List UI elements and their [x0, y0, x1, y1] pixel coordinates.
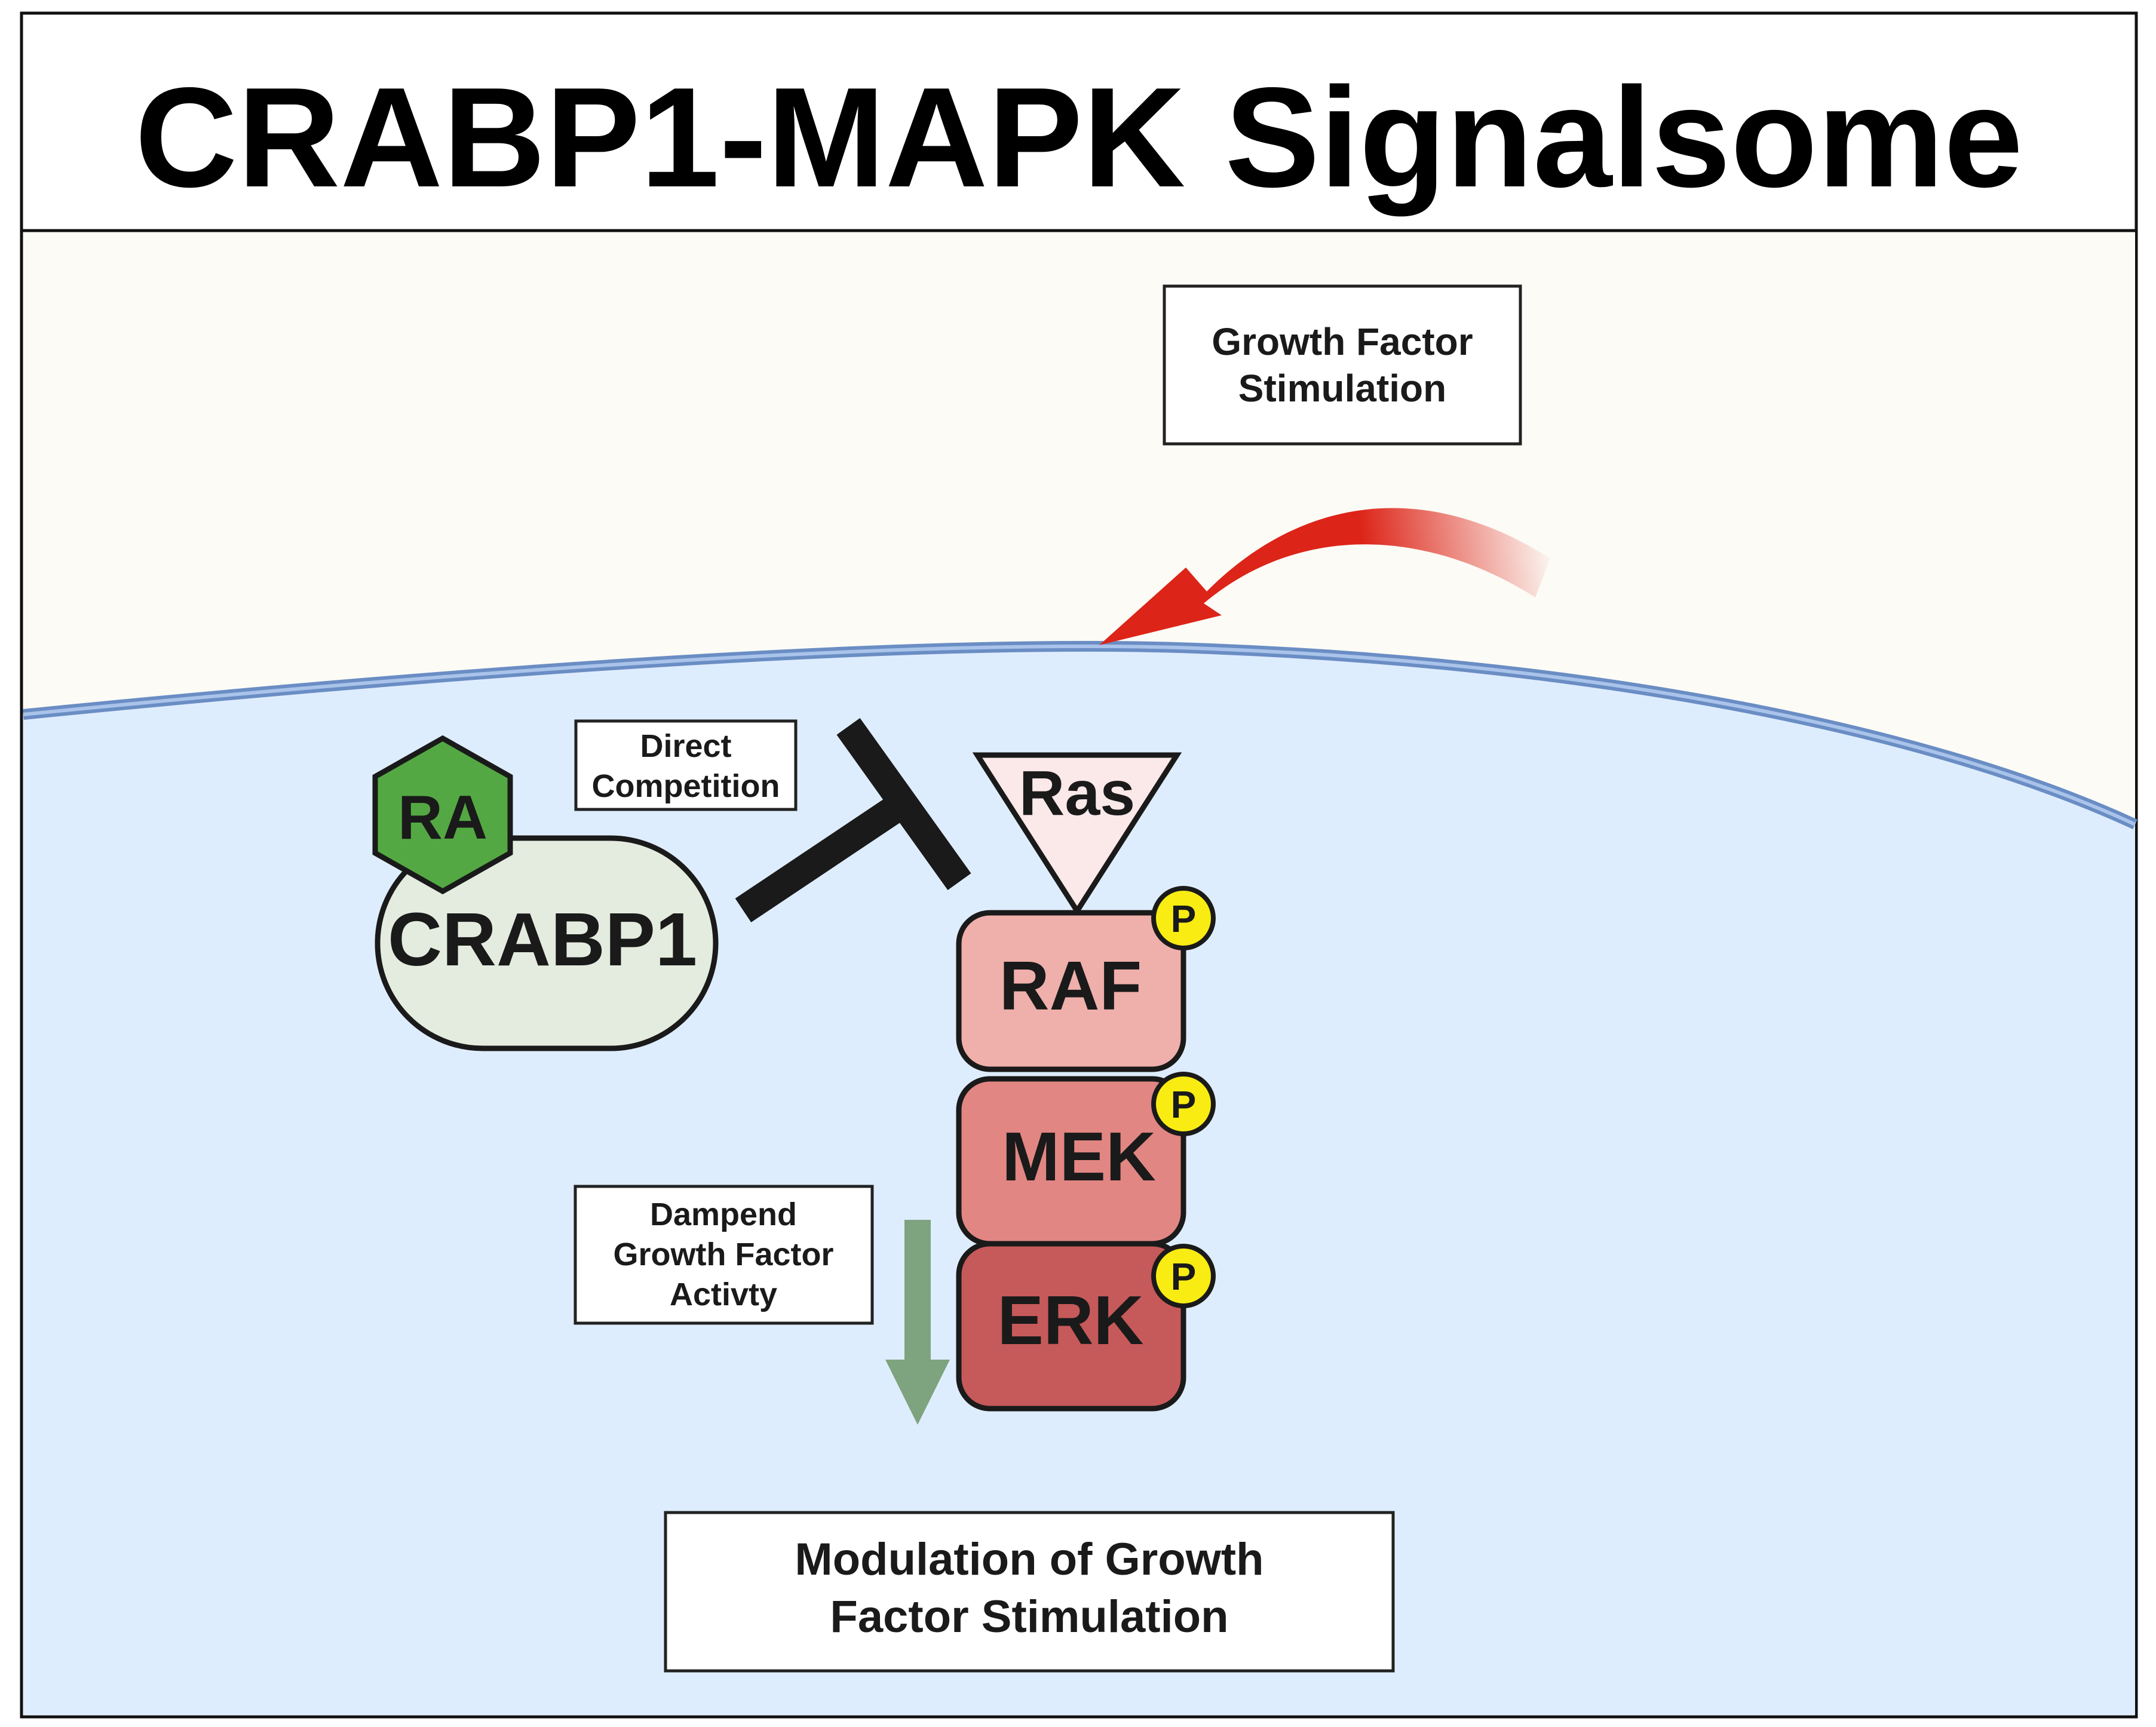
dampen-box-frame — [573, 1185, 874, 1325]
crabp1-label: CRABP1 — [388, 897, 697, 981]
direct-competition-box: Direct Competition — [574, 719, 798, 811]
crabp1-protein: CRABP1 — [375, 835, 719, 1051]
mek-protein: MEK — [956, 1076, 1186, 1247]
growth-factor-box-frame — [1163, 284, 1522, 446]
dampen-line2: Growth Factor — [613, 1237, 833, 1272]
ras-protein: Ras — [972, 752, 1182, 916]
ras-label: Ras — [1019, 758, 1135, 829]
raf-phosphate-circle — [1151, 886, 1216, 950]
erk-phosphate-circle — [1151, 1244, 1216, 1308]
dampen-growth-factor-box: Dampend Growth Factor Activty — [573, 1185, 874, 1325]
mek-phosphate-circle — [1151, 1072, 1216, 1136]
erk-phosphate-label: P — [1171, 1255, 1197, 1298]
growth-factor-label-line2: Stimulation — [1238, 367, 1446, 410]
erk-phosphate: P — [1151, 1244, 1216, 1308]
raf-box — [956, 910, 1186, 1072]
raf-protein: RAF — [956, 910, 1186, 1072]
dampen-line3: Activty — [670, 1277, 777, 1312]
direct-competition-line2: Competition — [592, 768, 780, 804]
cell-membrane-inner — [23, 644, 2136, 826]
erk-protein: ERK — [956, 1241, 1186, 1412]
modulation-box: Modulation of Growth Factor Stimulation — [664, 1511, 1395, 1673]
dampen-line1: Dampend — [650, 1197, 797, 1232]
erk-label: ERK — [998, 1281, 1144, 1359]
modulation-line1: Modulation of Growth — [795, 1534, 1263, 1585]
raf-label: RAF — [999, 947, 1142, 1024]
growth-factor-arrow — [1099, 508, 1550, 645]
inhibition-stem — [735, 792, 910, 922]
ra-label: RA — [398, 783, 487, 852]
mek-label: MEK — [1002, 1118, 1156, 1195]
inhibition-bar — [836, 718, 971, 890]
growth-factor-label-line1: Growth Factor — [1212, 320, 1473, 363]
mek-box — [956, 1076, 1186, 1247]
ras-triangle — [972, 752, 1182, 916]
crabp1-shape — [375, 835, 719, 1051]
inhibition-symbol — [735, 718, 971, 922]
dampen-down-arrow — [885, 1220, 950, 1425]
raf-phosphate: P — [1151, 886, 1216, 950]
retinoic-acid-ligand: RA — [372, 735, 513, 895]
ra-hexagon — [372, 735, 513, 895]
page-title: CRABP1-MAPK Signalsome — [135, 59, 2023, 217]
direct-competition-box-frame — [574, 719, 798, 811]
direct-competition-line1: Direct — [640, 728, 731, 764]
growth-factor-stimulation-box: Growth Factor Stimulation — [1163, 284, 1522, 446]
raf-phosphate-label: P — [1171, 897, 1197, 940]
modulation-box-frame — [664, 1511, 1395, 1673]
modulation-line2: Factor Stimulation — [830, 1591, 1228, 1642]
mek-phosphate: P — [1151, 1072, 1216, 1136]
mek-phosphate-label: P — [1171, 1083, 1197, 1126]
